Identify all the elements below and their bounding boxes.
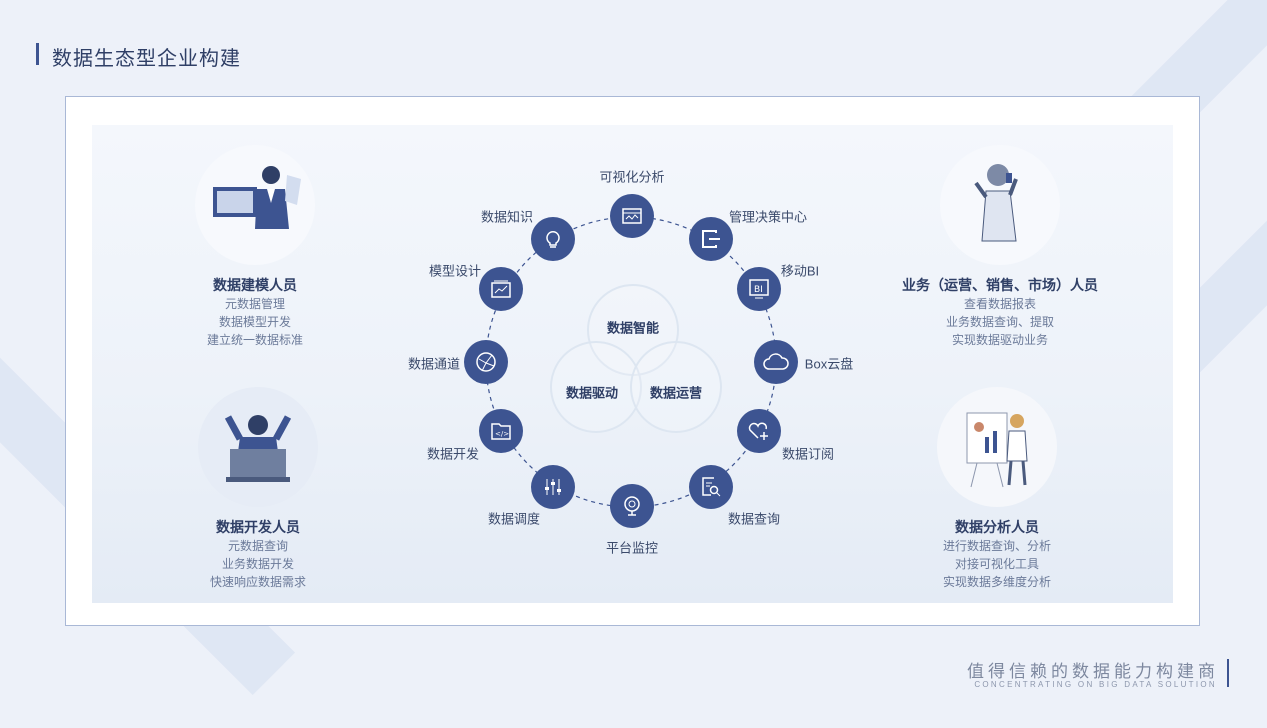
role-line: 对接可视化工具: [954, 557, 1039, 571]
role-line: 查看数据报表: [963, 297, 1036, 311]
venn-circle-operation: [630, 341, 722, 433]
chart-window-icon[interactable]: [610, 194, 654, 238]
venn-label: 数据智能: [606, 320, 660, 336]
role-card-business: 业务（运营、销售、市场）人员 查看数据报表 业务数据查询、提取 实现数据驱动业务: [870, 145, 1130, 349]
bi-monitor-icon[interactable]: BI: [737, 267, 781, 311]
role-line: 实现数据驱动业务: [951, 333, 1048, 347]
node-label[interactable]: 平台监控: [605, 540, 659, 556]
role-title: 数据分析人员: [955, 519, 1039, 535]
modeler-illustration-icon: [195, 145, 315, 265]
node-label[interactable]: 可视化分析: [599, 169, 665, 185]
role-line: 业务数据查询、提取: [945, 315, 1054, 329]
venn-label: 数据驱动: [565, 385, 619, 401]
cloud-icon[interactable]: [754, 340, 798, 384]
heart-plus-icon[interactable]: [737, 409, 781, 453]
venn-circle-driven: [550, 341, 642, 433]
svg-text:</>: </>: [495, 430, 509, 438]
role-card-developer: 数据开发人员 元数据查询 业务数据开发 快速响应数据需求: [128, 387, 388, 591]
role-line: 数据模型开发: [218, 315, 291, 329]
analyst-illustration-icon: [937, 387, 1057, 507]
trend-chart-icon[interactable]: [479, 267, 523, 311]
webcam-icon[interactable]: [610, 484, 654, 528]
node-label[interactable]: 管理决策中心: [728, 209, 808, 225]
role-line: 进行数据查询、分析: [942, 539, 1051, 553]
node-label[interactable]: 数据开发: [426, 446, 480, 462]
role-title: 业务（运营、销售、市场）人员: [902, 277, 1098, 293]
node-label[interactable]: 数据查询: [727, 511, 781, 527]
developer-illustration-icon: [198, 387, 318, 507]
svg-text:BI: BI: [754, 285, 763, 295]
venn-label: 数据运营: [649, 385, 703, 401]
page-title: 数据生态型企业构建: [52, 48, 241, 70]
role-line: 元数据管理: [224, 297, 285, 311]
sliders-icon[interactable]: [531, 465, 575, 509]
role-title: 数据开发人员: [216, 519, 300, 535]
role-title: 数据建模人员: [213, 277, 297, 293]
node-label[interactable]: 数据调度: [487, 511, 541, 527]
role-card-modeler: 数据建模人员 元数据管理 数据模型开发 建立统一数据标准: [125, 145, 385, 349]
role-line: 建立统一数据标准: [206, 333, 303, 347]
title-accent: [36, 43, 39, 65]
footer-accent: [1227, 659, 1229, 687]
node-label[interactable]: 数据订阅: [781, 446, 835, 462]
node-label[interactable]: 模型设计: [428, 263, 482, 279]
exit-icon[interactable]: [689, 217, 733, 261]
role-line: 元数据查询: [227, 539, 288, 553]
footer-slogan: 值得信赖的数据能力构建商: [967, 662, 1219, 681]
node-label[interactable]: 数据知识: [480, 209, 534, 225]
network-globe-icon[interactable]: [464, 340, 508, 384]
role-line: 快速响应数据需求: [209, 575, 306, 589]
document-search-icon[interactable]: [689, 465, 733, 509]
business-illustration-icon: [940, 145, 1060, 265]
node-label[interactable]: 数据通道: [407, 356, 461, 372]
node-label[interactable]: Box云盘: [804, 356, 854, 372]
role-line: 业务数据开发: [221, 557, 294, 571]
node-label[interactable]: 移动BI: [780, 263, 820, 279]
role-line: 实现数据多维度分析: [942, 575, 1051, 589]
footer-slogan-en: CONCENTRATING ON BIG DATA SOLUTION: [974, 680, 1217, 689]
role-card-analyst: 数据分析人员 进行数据查询、分析 对接可视化工具 实现数据多维度分析: [867, 387, 1127, 591]
lightbulb-icon[interactable]: [531, 217, 575, 261]
code-folder-icon[interactable]: </>: [479, 409, 523, 453]
